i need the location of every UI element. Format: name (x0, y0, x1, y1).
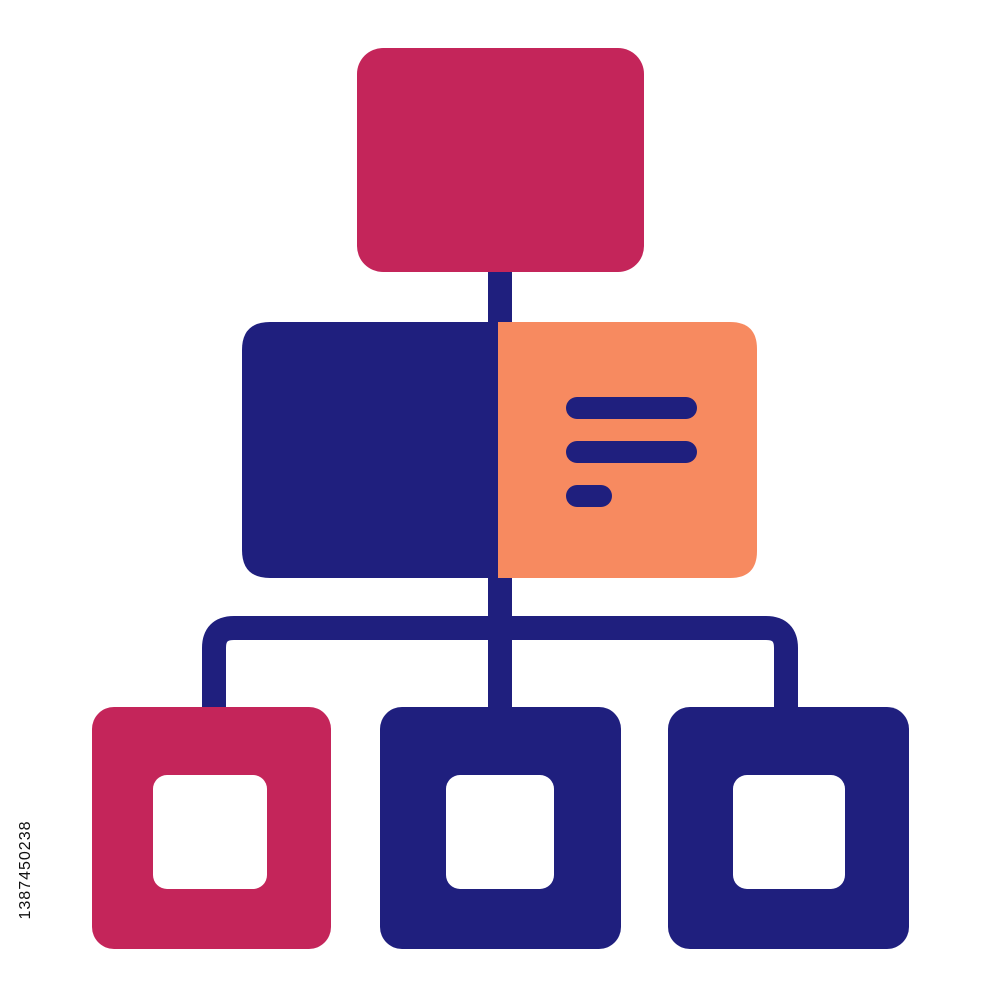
connector-trunk (488, 575, 512, 710)
child-node-left-inner (153, 775, 267, 889)
text-line-2 (566, 441, 697, 463)
text-lines-icon (566, 397, 697, 507)
child-node-left (92, 707, 331, 949)
stock-id-watermark: 1387450238 (17, 820, 34, 920)
connector-lines (202, 268, 798, 710)
text-line-1 (566, 397, 697, 419)
middle-node (242, 322, 757, 578)
child-node-center (380, 707, 621, 949)
child-node-center-inner (446, 775, 554, 889)
top-node-box (357, 48, 644, 272)
middle-node-left-panel (242, 322, 500, 578)
text-line-3 (566, 485, 612, 507)
child-node-right (668, 707, 909, 949)
connector-top (488, 268, 512, 326)
connector-branch (202, 616, 798, 708)
child-node-right-inner (733, 775, 845, 889)
